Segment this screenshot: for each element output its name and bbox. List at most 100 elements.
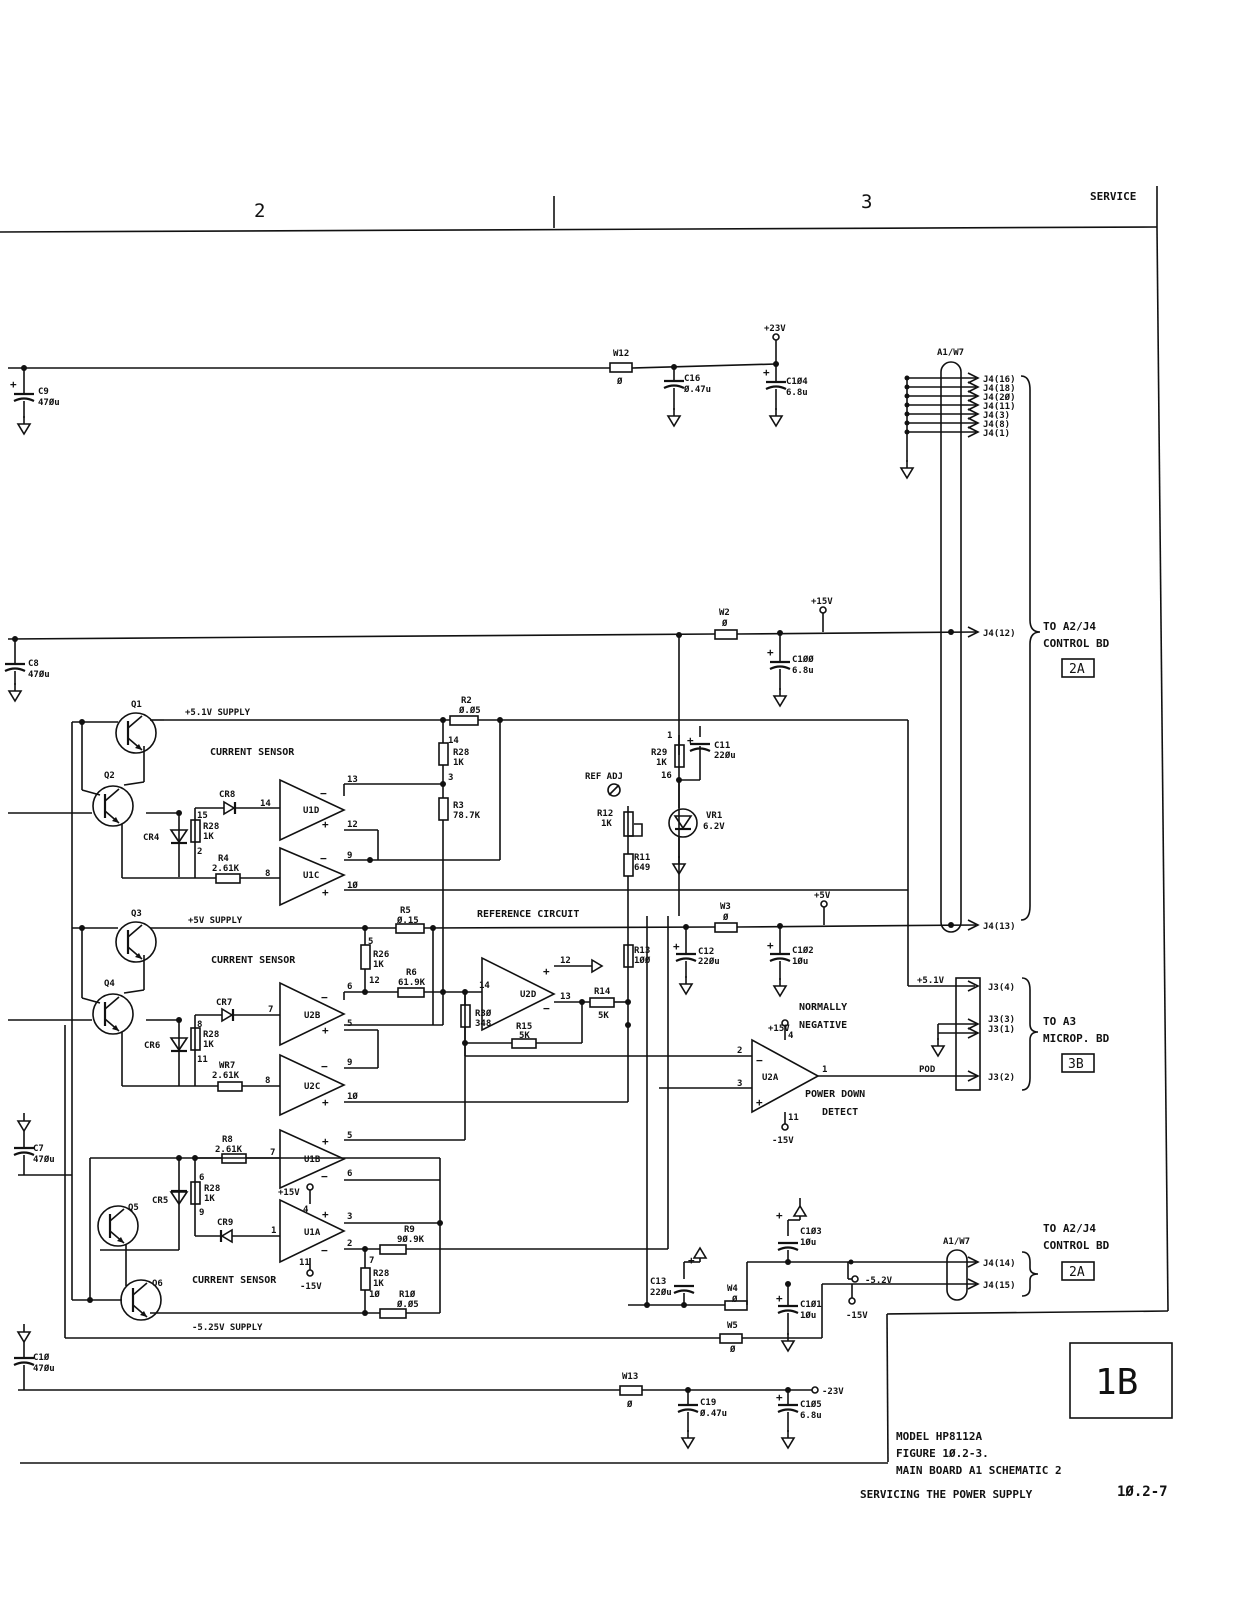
wr7-name: WR7 xyxy=(219,1061,235,1071)
u1a-pin4: 4 xyxy=(303,1205,309,1215)
q6-label: Q6 xyxy=(152,1279,163,1289)
minus15v-label: -15V xyxy=(846,1311,868,1321)
c13-plus-sign: + xyxy=(688,1254,695,1267)
c104-plus-sign: + xyxy=(763,366,770,379)
c103-name: C1Ø3 xyxy=(800,1226,822,1237)
u2c-pin8: 8 xyxy=(265,1076,270,1086)
u1d-plus: + xyxy=(322,818,329,831)
c12-value: 22Øu xyxy=(698,956,720,967)
vr1-name: VR1 xyxy=(706,811,722,821)
u2a-plus15v: +15V xyxy=(768,1024,790,1034)
current-sensor-1: CURRENT SENSOR xyxy=(210,747,295,758)
u2d-pin14: 14 xyxy=(479,981,490,991)
u2b-pin5: 5 xyxy=(347,1019,352,1029)
q5-label: Q5 xyxy=(128,1203,139,1213)
r28a-value: 1K xyxy=(453,758,464,768)
c10-name: C1Ø xyxy=(33,1352,50,1363)
ref-2a-bottom: 2A xyxy=(1069,1265,1085,1280)
r4-value: 2.61K xyxy=(212,864,240,874)
u1a-plus15v: +15V xyxy=(278,1188,300,1198)
r14-value: 5K xyxy=(598,1011,609,1021)
c100-name: C1ØØ xyxy=(792,654,814,665)
to-a3-label: TO A3 xyxy=(1043,1015,1076,1028)
w12-value: Ø xyxy=(616,376,623,387)
pin-j4-8: J4(8) xyxy=(983,420,1010,430)
u1c-pin8: 8 xyxy=(265,869,270,879)
r9-value: 9Ø.9K xyxy=(397,1234,425,1245)
r28a-pin14: 14 xyxy=(448,736,459,746)
wr7-value: 2.61K xyxy=(212,1071,240,1081)
u2b-minus: − xyxy=(321,991,328,1004)
u1c-plus: + xyxy=(322,886,329,899)
r15-name: R15 xyxy=(516,1022,532,1032)
u2a-block xyxy=(659,1019,979,1131)
u2b-label: U2B xyxy=(304,1011,321,1021)
zone-label-3: 3 xyxy=(861,191,872,213)
u1a-label: U1A xyxy=(304,1228,321,1238)
cr6-label: CR6 xyxy=(144,1041,160,1051)
u1a-plus: + xyxy=(322,1208,329,1221)
r10-name: R1Ø xyxy=(399,1289,416,1300)
r9-name: R9 xyxy=(404,1225,415,1235)
u2a-pin3: 3 xyxy=(737,1079,742,1089)
cr7-label: CR7 xyxy=(216,998,232,1008)
c102-value: 1Øu xyxy=(792,956,808,967)
plus5v-label: +5V xyxy=(814,891,831,901)
c8-name: C8 xyxy=(28,659,39,669)
w13-name: W13 xyxy=(622,1372,638,1382)
rail-minus23 xyxy=(619,1385,819,1449)
r28c-name: R28 xyxy=(203,1030,219,1040)
c8-value: 47Øu xyxy=(28,669,50,680)
bracket-a2-bottom xyxy=(1021,1251,1039,1297)
u1a-minus: − xyxy=(321,1244,328,1257)
j3-4-label: J3(4) xyxy=(988,983,1015,993)
w5-value: Ø xyxy=(729,1344,736,1355)
harness-a1w7-bottom xyxy=(946,1249,968,1301)
u1a-pin3: 3 xyxy=(347,1212,352,1222)
service-label: SERVICE xyxy=(1090,190,1136,203)
drawing-border xyxy=(0,186,1173,1464)
r13-name: R13 xyxy=(634,946,650,956)
u1b-minus: − xyxy=(321,1170,328,1183)
r29-value: 1K xyxy=(656,758,667,768)
r2-name: R2 xyxy=(461,696,472,706)
u1a-pin11: 11 xyxy=(299,1258,310,1268)
c104-name: C1Ø4 xyxy=(786,376,808,387)
u1d-minus: − xyxy=(320,787,327,800)
reference-circuit-label: REFERENCE CIRCUIT xyxy=(477,909,579,920)
u2c-pin10: 1Ø xyxy=(347,1091,358,1102)
pin-j4-11: J4(11) xyxy=(983,402,1016,412)
rail-plus15 xyxy=(3,606,979,916)
ref-box-3b xyxy=(1061,1053,1095,1073)
cr4-label: CR4 xyxy=(143,833,160,843)
u2d-plus: + xyxy=(543,965,550,978)
r28c-value: 1K xyxy=(203,1040,214,1050)
u1b-pin5: 5 xyxy=(347,1131,352,1141)
u2a-pin2: 2 xyxy=(737,1046,742,1056)
current-sensor-2: CURRENT SENSOR xyxy=(211,955,296,966)
w3-value: Ø xyxy=(722,912,729,923)
title-figure: FIGURE 1Ø.2-3. xyxy=(896,1447,989,1460)
w12-name: W12 xyxy=(613,349,629,359)
r28b-name: R28 xyxy=(203,822,219,832)
r29-pin16: 16 xyxy=(661,771,672,781)
u1d-pin12: 12 xyxy=(347,820,358,830)
u1d-pin13: 13 xyxy=(347,775,358,785)
v51-pin-label: +5.1V xyxy=(917,976,945,986)
power-down-label: POWER DOWN xyxy=(805,1089,865,1100)
plus23v-label: +23V xyxy=(764,324,786,334)
u2c-minus: − xyxy=(321,1060,328,1073)
cr9-label: CR9 xyxy=(217,1218,233,1228)
u2d-pin13: 13 xyxy=(560,992,571,1002)
u2a-pin11: 11 xyxy=(788,1113,799,1123)
minus23v-label: -23V xyxy=(822,1387,844,1397)
u2a-pin1: 1 xyxy=(822,1065,827,1075)
cr5-label: CR5 xyxy=(152,1196,168,1206)
u1b-plus: + xyxy=(322,1135,329,1148)
control-bd-label-bottom: CONTROL BD xyxy=(1043,1239,1110,1252)
j4-12-label: J4(12) xyxy=(983,629,1016,639)
r26-pin12: 12 xyxy=(369,976,380,986)
c7-value: 47Øu xyxy=(33,1154,55,1165)
r26-name: R26 xyxy=(373,950,389,960)
